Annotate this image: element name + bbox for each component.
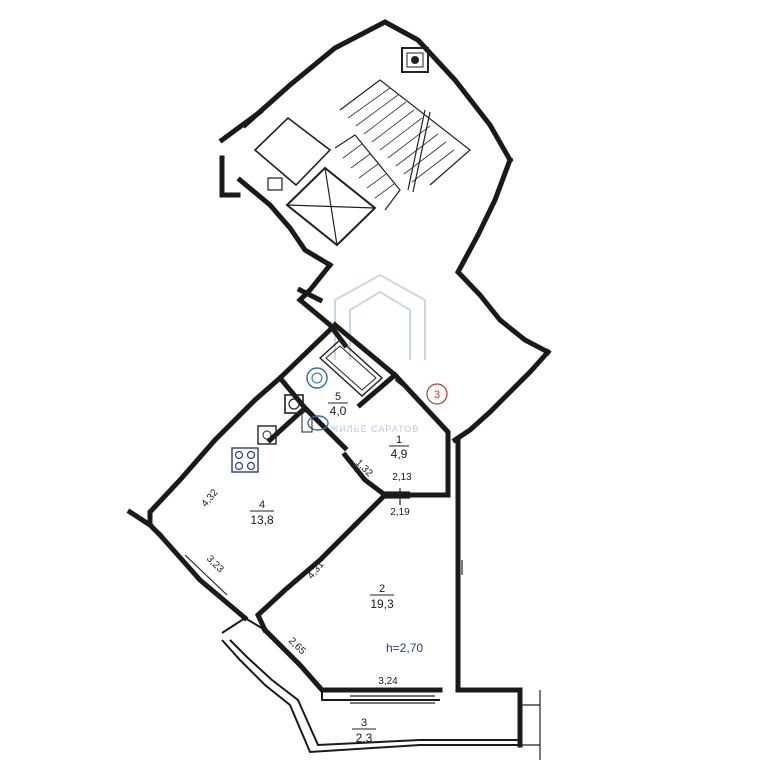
room-4-number: 4 [259, 499, 265, 511]
dim-room4-window-wall: 3,23 [204, 553, 226, 575]
stove [231, 447, 259, 473]
watermark: ЖИЛЬЕ САРАТОВ [330, 273, 426, 434]
toilet [301, 411, 329, 433]
sink [257, 425, 277, 445]
ceiling-height-label: h=2,70 [386, 641, 423, 655]
dim-room2-top: 2,19 [390, 507, 410, 518]
room-4-label: 4 13,8 [250, 499, 274, 527]
room-3-number: 3 [361, 717, 367, 729]
room-2-area: 19,3 [370, 597, 394, 611]
room-3-label: 3 2,3 [352, 717, 376, 745]
room-1-area: 4,9 [391, 447, 408, 461]
room-4-area: 13,8 [250, 513, 274, 527]
apartment-walls [126, 156, 552, 760]
apartment-marker: 3 [426, 383, 448, 405]
washbasin [306, 367, 328, 389]
dim-room4-diag-wall: 4,32 [200, 487, 221, 509]
apartment-marker-number: 3 [434, 389, 440, 401]
room-2-label: 2 19,3 [370, 583, 394, 611]
dim-room2-window: 3,24 [378, 676, 398, 687]
room-5-area: 4,0 [330, 404, 347, 418]
room-1-label: 1 4,9 [389, 434, 409, 461]
dim-room2-diag-wall: 4,31 [306, 559, 327, 581]
stairwell-block [218, 19, 514, 304]
stair-flight [334, 79, 471, 211]
bathroom-fixtures [284, 339, 384, 433]
watermark-text: ЖИЛЬЕ САРАТОВ [330, 424, 419, 434]
room-5-number: 5 [335, 391, 341, 403]
kitchen-fixtures [231, 425, 277, 473]
utility-box [284, 394, 304, 414]
vent-shaft [401, 47, 429, 73]
bathtub [318, 339, 384, 397]
room-1-number: 1 [396, 434, 402, 446]
room-5-label: 5 4,0 [328, 391, 348, 418]
room-3-area: 2,3 [356, 731, 373, 745]
room-2-number: 2 [379, 583, 385, 595]
dim-bath-corridor: 1,32 [353, 457, 375, 479]
elevator-shaft [285, 166, 377, 247]
dim-corridor-width: 2,13 [392, 472, 412, 483]
